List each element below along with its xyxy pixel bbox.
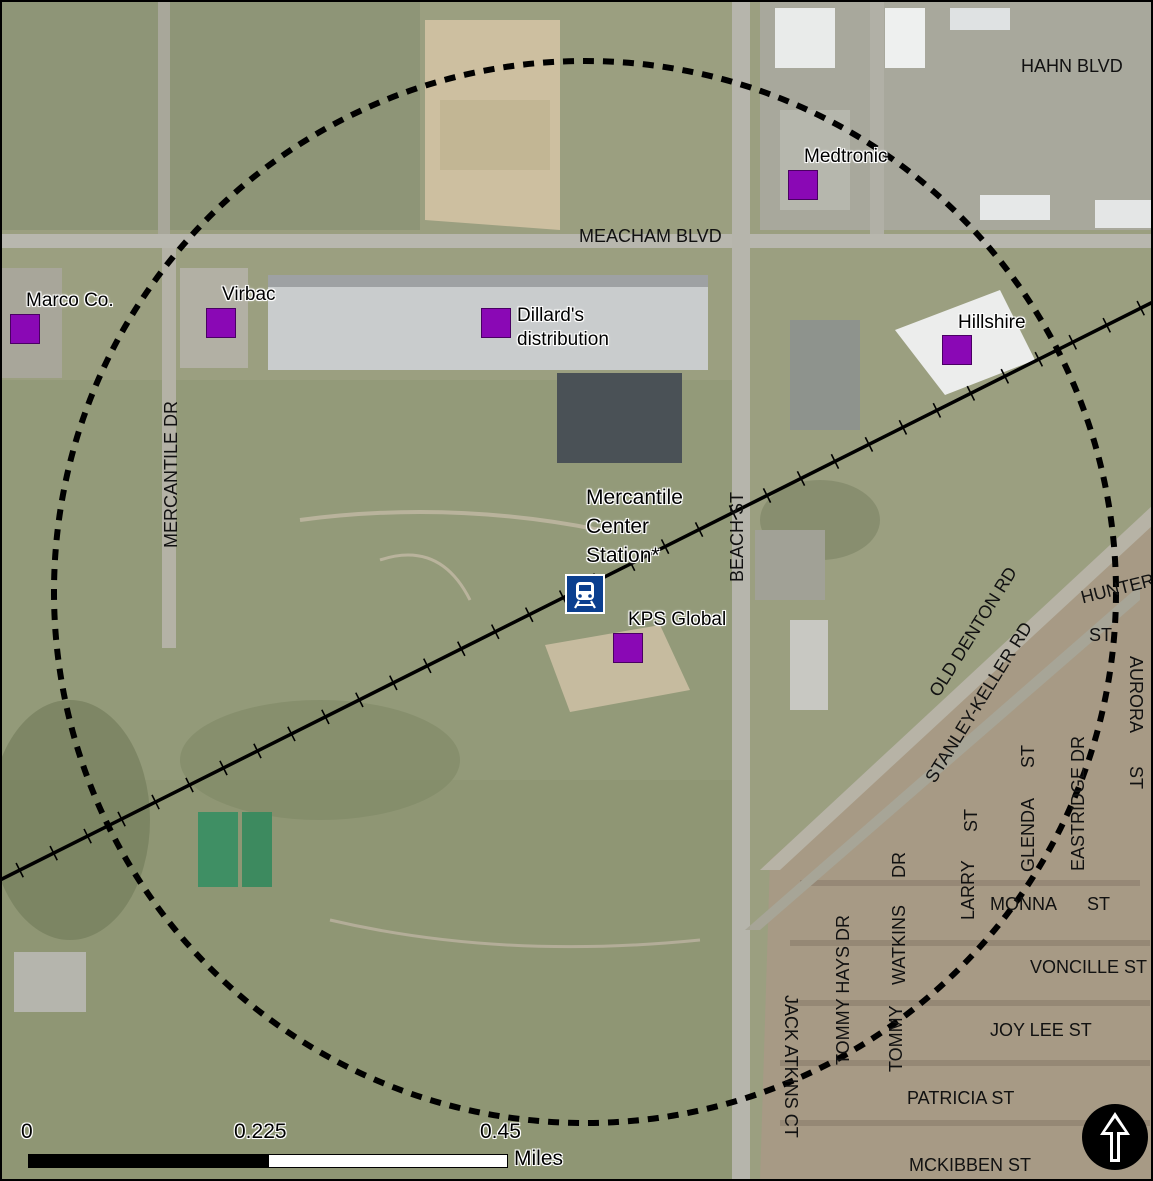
rail-tie	[660, 539, 670, 555]
rail-tie	[524, 607, 534, 623]
rail-tie	[626, 556, 636, 572]
rail-tie	[456, 641, 466, 657]
road-label-eastridge: EASTRIDGE DR	[1068, 735, 1088, 871]
scale-bar	[28, 1154, 508, 1168]
rail-tie	[423, 658, 432, 674]
road-label-tommy-watkins-dr: DR	[889, 852, 909, 878]
road-label-hahn: HAHN BLVD	[1021, 56, 1123, 76]
rail-tie	[117, 811, 126, 827]
rail-tie	[253, 743, 262, 759]
road-label-glenda-st: ST	[1018, 744, 1038, 768]
rail-tie	[762, 487, 772, 504]
road-label-mckibben: MCKIBBEN ST	[909, 1155, 1032, 1175]
road-label-tommy-hays: TOMMY HAYS DR	[833, 914, 853, 1065]
rail-tie	[966, 385, 976, 401]
scale-bar-white-segment	[268, 1154, 508, 1168]
rail-tie	[185, 777, 194, 793]
employer-label-hillshire: Hillshire	[958, 312, 1026, 333]
employer-marker-hillshire[interactable]	[942, 335, 972, 365]
scale-label-0225: 0.225	[234, 1120, 287, 1143]
road-label-larry: LARRY	[958, 860, 978, 920]
road-label-tommy-watkins-name: WATKINS	[889, 905, 909, 985]
road-label-meacham: MEACHAM BLVD	[579, 226, 722, 246]
road-label-mercantile: MERCANTILE DR	[161, 400, 181, 548]
rail-tie	[321, 709, 330, 725]
rail-tie	[389, 675, 398, 691]
scale-label-045: 0.45	[480, 1120, 521, 1143]
employer-marker-virbac[interactable]	[206, 308, 236, 338]
road-label-tommy-watkins-first: TOMMY	[886, 1005, 906, 1072]
road-label-larry-st: ST	[961, 808, 981, 832]
train-icon[interactable]	[565, 574, 605, 614]
rail-tie	[151, 794, 160, 810]
road-label-joy-lee: JOY LEE ST	[990, 1020, 1092, 1040]
employer-marker-kps[interactable]	[613, 633, 643, 663]
road-label-patricia: PATRICIA ST	[907, 1088, 1015, 1108]
road-label-jack-atkins: JACK ATKINS CT	[781, 995, 801, 1138]
employer-label-kps: KPS Global	[628, 609, 727, 630]
rail-tie	[864, 436, 874, 452]
rail-tie	[1136, 300, 1145, 316]
rail-tie	[728, 505, 738, 521]
employer-marker-dillards[interactable]	[481, 308, 511, 338]
scale-label-0: 0	[21, 1120, 33, 1143]
rail-tie	[219, 760, 228, 776]
rail-tie	[83, 828, 92, 844]
rail-tie	[694, 522, 704, 538]
rail-ticks	[15, 300, 1145, 878]
road-label-hunter-st: ST	[1089, 625, 1113, 645]
road-label-aurora-st: ST	[1126, 766, 1146, 790]
scale-unit: Miles	[514, 1147, 564, 1170]
rail-tie	[1102, 317, 1112, 333]
rail-tie	[355, 692, 364, 708]
employer-marker-medtronic[interactable]	[788, 170, 818, 200]
rail-tie	[1034, 351, 1044, 367]
rail-tie	[932, 402, 942, 418]
employer-label-virbac: Virbac	[222, 284, 276, 305]
road-label-monna-st: ST	[1087, 894, 1111, 914]
rail-tie	[1000, 368, 1010, 384]
road-label-glenda: GLENDA	[1018, 797, 1038, 872]
road-label-monna: MONNA	[990, 894, 1057, 914]
rail-tie	[490, 624, 500, 640]
employer-label-dillards: Dillard's distribution	[517, 305, 609, 350]
road-label-beach: BEACH ST	[727, 491, 747, 582]
road-label-aurora: AURORA	[1126, 656, 1146, 734]
rail-tie	[287, 726, 296, 742]
station-label: Mercantile Center Station*	[586, 486, 683, 567]
rail-tie	[1068, 334, 1078, 350]
north-arrow-icon	[1080, 1102, 1150, 1172]
road-label-voncille: VONCILLE ST	[1030, 957, 1148, 977]
rail-tie	[898, 419, 908, 435]
rail-tie	[49, 845, 58, 861]
employer-label-medtronic: Medtronic	[804, 146, 888, 167]
half-mile-buffer	[51, 58, 1119, 1126]
rail-tie	[796, 470, 806, 486]
employer-marker-marco[interactable]	[10, 314, 40, 344]
rail-tie	[15, 862, 24, 878]
employer-label-marco: Marco Co.	[26, 290, 114, 311]
rail-tie	[830, 453, 840, 469]
scale-bar-black-segment	[28, 1154, 268, 1168]
